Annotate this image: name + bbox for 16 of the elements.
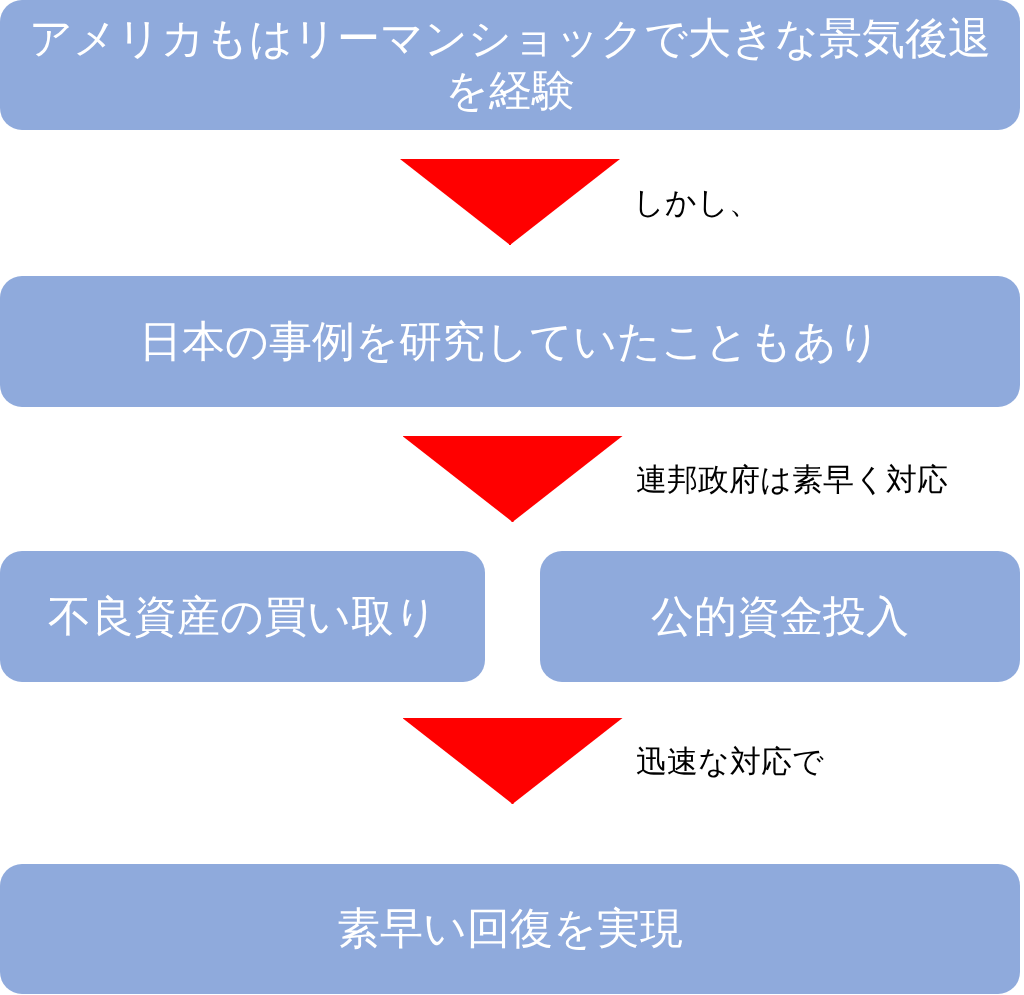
process-box: [0, 551, 485, 682]
box-text: 日本の事例を研究していたこともあり: [139, 315, 881, 368]
box-text: アメリカもはリーマンショックで大きな景気後退を経験: [28, 13, 992, 117]
box-text: 公的資金投入: [651, 590, 909, 643]
arrow: [402, 717, 623, 805]
edge-label: 迅速な対応で: [635, 742, 824, 780]
arrow: [402, 435, 623, 523]
process-box: [0, 276, 1020, 407]
box-text: 素早い回復を実現: [337, 903, 683, 955]
edge-label: しかし、: [633, 183, 760, 221]
arrow: [400, 158, 620, 246]
box-text: 不良資産の買い取り: [47, 590, 438, 643]
process-box: [540, 551, 1020, 682]
process-box: [0, 864, 1020, 994]
edge-label: 連邦政府は素早く対応: [635, 460, 948, 498]
process-box: [0, 0, 1020, 130]
